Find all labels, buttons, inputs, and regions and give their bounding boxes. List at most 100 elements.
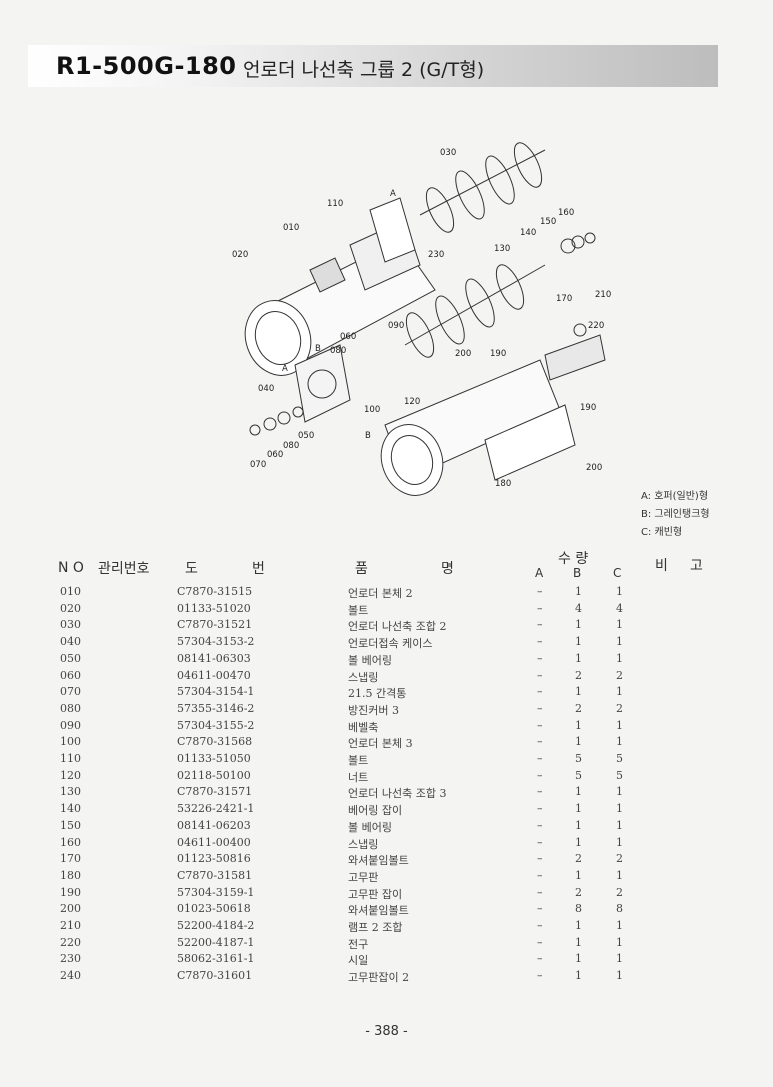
callout-060-low: 060 bbox=[267, 450, 283, 460]
row-item-name: 램프 2 조합 bbox=[348, 921, 403, 934]
table-row: 050 08141-06303 볼 베어링 – 1 1 bbox=[0, 652, 773, 669]
col-itemname-1: 품 bbox=[355, 561, 368, 577]
callout-060: 060 bbox=[340, 332, 356, 342]
row-part-number: 52200-4187-1 bbox=[177, 935, 255, 949]
callout-a-mid: A bbox=[282, 364, 288, 374]
row-qty-c: 1 bbox=[616, 718, 623, 732]
row-qty-a: – bbox=[537, 802, 543, 816]
row-part-number: 08141-06303 bbox=[177, 651, 251, 665]
bearing-set-upper bbox=[560, 232, 596, 254]
callout-150: 150 bbox=[540, 217, 556, 227]
callout-a-top: A bbox=[390, 189, 396, 199]
row-item-name: 시일 bbox=[348, 954, 369, 968]
row-qty-b: 2 bbox=[575, 668, 582, 682]
callout-070: 070 bbox=[250, 460, 266, 470]
row-item-name: 볼트 bbox=[348, 603, 369, 617]
row-qty-b: 2 bbox=[575, 701, 582, 715]
row-no: 130 bbox=[60, 785, 81, 799]
row-qty-b: 1 bbox=[575, 785, 582, 799]
callout-160: 160 bbox=[558, 208, 574, 218]
row-qty-c: 4 bbox=[616, 601, 623, 615]
row-item-name: 방진커버 3 bbox=[348, 703, 399, 717]
flange-top bbox=[369, 197, 416, 263]
row-no: 120 bbox=[60, 768, 81, 782]
row-part-number: 58062-3161-1 bbox=[177, 952, 255, 966]
row-qty-a: – bbox=[537, 952, 543, 966]
callout-b-mid: B bbox=[315, 344, 321, 354]
group-code: R1-500G-180 bbox=[56, 52, 237, 80]
row-item-name: 언로더 나선축 조합 2 bbox=[348, 620, 447, 634]
row-part-number: 57304-3155-2 bbox=[177, 718, 255, 732]
row-qty-c: 5 bbox=[616, 768, 623, 782]
bearing-set-lower bbox=[249, 406, 304, 436]
row-item-name: 베어링 잡이 bbox=[348, 804, 403, 818]
col-qty-b: B bbox=[573, 566, 582, 580]
row-item-name: 볼 베어링 bbox=[348, 653, 392, 667]
row-part-number: C7870-31568 bbox=[177, 735, 253, 749]
row-item-name: 전구 bbox=[348, 937, 369, 951]
row-qty-b: 1 bbox=[575, 868, 582, 882]
row-no: 050 bbox=[60, 651, 81, 665]
row-no: 150 bbox=[60, 818, 81, 832]
row-no: 220 bbox=[60, 935, 81, 949]
row-no: 020 bbox=[60, 601, 81, 615]
row-qty-b: 1 bbox=[575, 635, 582, 649]
row-no: 060 bbox=[60, 668, 81, 682]
row-qty-a: – bbox=[537, 785, 543, 799]
row-qty-c: 1 bbox=[616, 651, 623, 665]
row-part-number: 04611-00400 bbox=[177, 835, 251, 849]
row-qty-b: 2 bbox=[575, 885, 582, 899]
row-qty-b: 2 bbox=[575, 852, 582, 866]
row-qty-a: – bbox=[537, 668, 543, 682]
row-qty-a: – bbox=[537, 585, 543, 598]
row-qty-b: 1 bbox=[575, 835, 582, 849]
row-qty-a: – bbox=[537, 752, 543, 765]
row-qty-a: – bbox=[537, 635, 543, 649]
unloader-body-3 bbox=[380, 359, 561, 496]
row-part-number: C7870-31601 bbox=[177, 969, 253, 983]
row-part-number: 01133-51020 bbox=[177, 601, 251, 615]
row-qty-b: 1 bbox=[575, 651, 582, 665]
callout-100: 100 bbox=[364, 405, 380, 415]
row-item-name: 너트 bbox=[348, 770, 369, 784]
row-item-name: 스냅링 bbox=[348, 670, 379, 684]
row-no: 170 bbox=[60, 852, 81, 866]
row-qty-c: 2 bbox=[616, 885, 623, 899]
callout-030: 030 bbox=[440, 148, 456, 158]
row-qty-a: – bbox=[537, 835, 543, 849]
row-part-number: C7870-31571 bbox=[177, 785, 253, 799]
row-qty-c: 1 bbox=[616, 618, 623, 632]
row-part-number: 57304-3153-2 bbox=[177, 635, 255, 649]
row-qty-a: – bbox=[537, 919, 543, 932]
col-quantity: 수 량 bbox=[558, 551, 589, 567]
callout-180: 180 bbox=[495, 479, 511, 489]
row-qty-b: 1 bbox=[575, 735, 582, 749]
row-qty-a: – bbox=[537, 868, 543, 882]
row-part-number: C7870-31521 bbox=[177, 618, 253, 632]
row-item-name: 고무판잡이 2 bbox=[348, 971, 410, 985]
row-no: 200 bbox=[60, 902, 81, 916]
row-qty-a: – bbox=[537, 601, 543, 615]
row-qty-c: 2 bbox=[616, 852, 623, 866]
row-item-name: 와셔붙임볼트 bbox=[348, 904, 409, 918]
callout-190-top: 190 bbox=[490, 349, 506, 359]
row-qty-c: 1 bbox=[616, 818, 623, 832]
row-qty-b: 1 bbox=[575, 935, 582, 949]
row-qty-c: 2 bbox=[616, 701, 623, 715]
group-title: 언로더 나선축 그룹 2 (G/T형) bbox=[243, 59, 485, 81]
row-no: 040 bbox=[60, 635, 81, 649]
row-qty-a: – bbox=[537, 651, 543, 665]
row-part-number: C7870-31581 bbox=[177, 868, 253, 882]
row-no: 030 bbox=[60, 618, 81, 632]
row-qty-c: 1 bbox=[616, 585, 623, 598]
row-no: 080 bbox=[60, 701, 81, 715]
col-remarks-1: 비 bbox=[655, 558, 668, 574]
row-item-name: 스냅링 bbox=[348, 837, 379, 851]
